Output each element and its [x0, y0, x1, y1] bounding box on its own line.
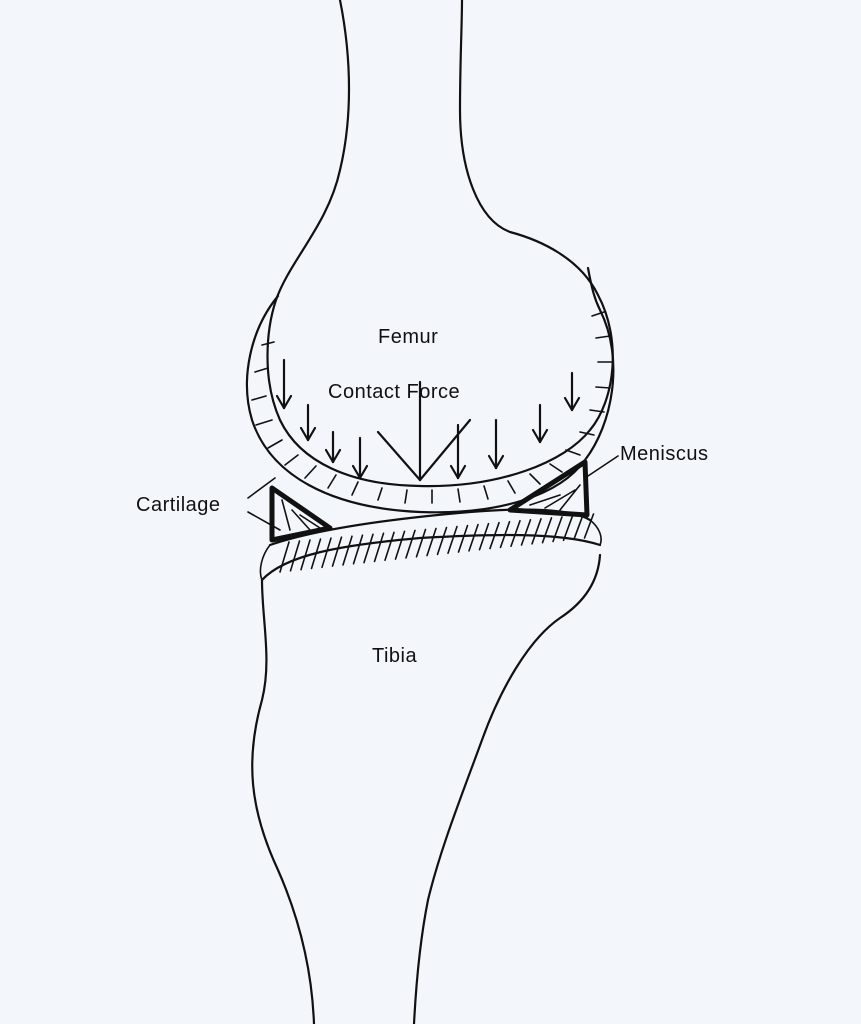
meniscus-right-hatch: [529, 484, 581, 511]
meniscus-right: [507, 459, 590, 518]
force-arrow-head: [538, 428, 549, 444]
femur-cartilage-hatching: [251, 311, 613, 504]
force-arrow-head: [351, 464, 362, 480]
tibia-hatch-stroke: [394, 530, 406, 560]
tibia-hatch-stroke: [405, 529, 416, 559]
force-arrow-head: [494, 454, 505, 470]
resultant-force-fan-left: [376, 430, 422, 482]
femur-outline: [266, 0, 614, 488]
tibia-hatch-stroke: [289, 540, 301, 572]
tibia-cartilage-edge-right: [589, 519, 602, 546]
femur-label: Femur: [378, 326, 438, 348]
femur-cartilage-outer: [245, 266, 615, 514]
femur-hatch-stroke: [404, 489, 408, 504]
force-arrow-head: [531, 428, 542, 444]
tibia-outline: [251, 578, 316, 1024]
tibia-hatch-stroke: [300, 539, 311, 571]
tibia-label: Tibia: [372, 645, 417, 667]
femur-hatch-stroke: [579, 431, 595, 436]
femur-hatch-stroke: [595, 386, 611, 389]
femur-hatch-stroke: [483, 485, 489, 500]
tibia-hatch-stroke: [499, 520, 511, 549]
tibia-hatch-stroke: [426, 527, 437, 557]
tibia-hatch-stroke: [447, 525, 458, 555]
meniscus-leader: [584, 455, 619, 479]
tibia-hatch-stroke: [552, 516, 563, 543]
tibia-hatch-stroke: [510, 519, 521, 548]
tibia-hatch-stroke: [352, 534, 364, 565]
tibia-hatch-stroke: [321, 537, 332, 569]
contact-force-arrows: [275, 358, 581, 482]
femur-hatch-stroke: [267, 439, 283, 449]
force-arrow-head: [306, 426, 317, 442]
femur-hatch-stroke: [591, 311, 605, 317]
force-arrow-head: [570, 396, 581, 412]
femur-hatch-stroke: [254, 367, 269, 373]
force-arrow-head: [449, 464, 460, 480]
tibia-hatch-stroke: [457, 524, 469, 553]
femur-hatch-stroke: [565, 449, 581, 456]
femur-hatch-stroke: [304, 465, 317, 479]
tibia-hatch-stroke: [310, 538, 322, 570]
tibia-hatch-stroke: [373, 532, 385, 563]
tibia-hatch-stroke: [468, 523, 479, 552]
tibia-cartilage-hatching: [279, 513, 595, 573]
femur-hatch-stroke: [529, 473, 541, 485]
tibia-hatch-stroke: [331, 536, 343, 567]
tibia-hatch-stroke: [415, 528, 427, 558]
femur-hatch-stroke: [255, 419, 273, 426]
tibia-hatch-stroke: [342, 535, 353, 566]
force-arrow-head: [282, 394, 293, 410]
meniscus-left-hatch: [281, 499, 321, 531]
force-arrow-head: [456, 464, 467, 480]
tibia-outline-right: [412, 553, 602, 1024]
tibia-cartilage-edge-left: [259, 544, 271, 581]
force-arrow-head: [563, 396, 574, 412]
cartilage-label: Cartilage: [136, 494, 221, 516]
tibia-hatch-stroke: [384, 531, 395, 562]
tibia-hatch-stroke: [583, 513, 595, 539]
force-arrow-head: [487, 454, 498, 470]
tibia-hatch-stroke: [478, 522, 490, 551]
tibia-hatch-stroke: [562, 515, 574, 542]
femur-hatch-stroke: [457, 488, 461, 503]
femur-hatch-stroke: [351, 481, 359, 496]
femur-hatch-stroke: [251, 395, 267, 401]
femur-hatch-stroke: [549, 463, 563, 473]
tibia-hatch-stroke: [436, 526, 448, 556]
tibia-hatch-stroke: [573, 514, 584, 540]
meniscus-label: Meniscus: [620, 443, 708, 465]
force-arrow-head: [331, 448, 342, 464]
tibia-cartilage-top: [268, 508, 592, 547]
tibia-hatch-stroke: [279, 541, 290, 573]
cartilage-leader-lower: [247, 511, 281, 531]
femur-hatch-stroke: [595, 335, 611, 339]
femur-hatch-stroke: [589, 409, 605, 413]
force-arrow-head: [299, 426, 310, 442]
force-arrow-head: [324, 448, 335, 464]
meniscus-left: [269, 485, 333, 543]
tibia-hatch-stroke: [541, 517, 553, 544]
tibia-hatch-stroke: [363, 533, 374, 564]
resultant-force-fan-right: [418, 418, 472, 482]
femur-hatch-stroke: [327, 474, 337, 489]
femur-hatch-stroke: [261, 341, 275, 346]
tibia-hatch-stroke: [520, 518, 532, 546]
tibia-hatch-stroke: [531, 518, 542, 545]
femur-hatch-stroke: [507, 480, 516, 494]
force-arrow-head: [358, 464, 369, 480]
contact-force-label: Contact Force: [328, 381, 460, 403]
femur-hatch-stroke: [284, 454, 299, 466]
tibia-hatch-stroke: [489, 521, 500, 550]
cartilage-leader-upper: [247, 477, 276, 499]
femur-hatch-stroke: [377, 487, 383, 501]
force-arrow-head: [275, 394, 286, 410]
